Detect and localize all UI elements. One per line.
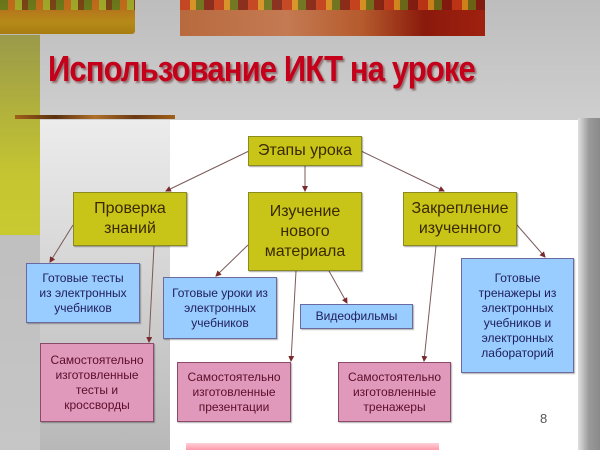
leaf-label: Готовые уроки из электронных учебников — [172, 285, 268, 330]
leaf-box-ready-tests: Готовые тесты из электронных учебников — [26, 263, 140, 323]
stage-label: Закрепление изученного — [411, 200, 509, 237]
decorative-image-top-right — [180, 0, 485, 36]
leaf-box-self-tests-crosswords: Самостоятельно изготовленные тесты и кро… — [40, 343, 154, 422]
leaf-box-self-trainers: Самостоятельно изготовленные тренажеры — [338, 362, 451, 422]
page-number: 8 — [540, 411, 548, 426]
slide-title: Использование ИКТ на уроке — [48, 48, 476, 89]
stage-label: Проверка знаний — [94, 200, 166, 237]
leaf-box-ready-trainers: Готовые тренажеры из электронных учебник… — [461, 258, 574, 373]
right-edge-shadow — [578, 118, 600, 450]
leaf-label: Видеофильмы — [315, 309, 398, 323]
root-label: Этапы урока — [257, 142, 353, 159]
leaf-box-self-presentations: Самостоятельно изготовленные презентации — [177, 362, 291, 422]
stage-box-consolidation: Закрепление изученного — [403, 192, 517, 246]
leaf-label: Самостоятельно изготовленные тесты и кро… — [50, 352, 144, 412]
bottom-pink-strip — [186, 443, 439, 450]
leaf-label: Готовые тренажеры из электронных учебник… — [478, 270, 557, 360]
title-divider — [15, 115, 175, 119]
olive-accent-block — [0, 35, 40, 235]
decorative-image-top-left — [0, 0, 135, 34]
stage-label: Изучение нового материала — [264, 202, 346, 260]
stage-box-new-material: Изучение нового материала — [248, 192, 362, 271]
root-box-lesson-stages: Этапы урока — [248, 136, 362, 166]
leaf-box-videos: Видеофильмы — [300, 304, 413, 329]
leaf-label: Самостоятельно изготовленные презентации — [187, 369, 281, 414]
leaf-label: Готовые тесты из электронных учебников — [39, 270, 127, 315]
stage-box-knowledge-check: Проверка знаний — [73, 192, 187, 246]
leaf-label: Самостоятельно изготовленные тренажеры — [347, 369, 442, 414]
leaf-box-ready-lessons: Готовые уроки из электронных учебников — [163, 277, 277, 339]
